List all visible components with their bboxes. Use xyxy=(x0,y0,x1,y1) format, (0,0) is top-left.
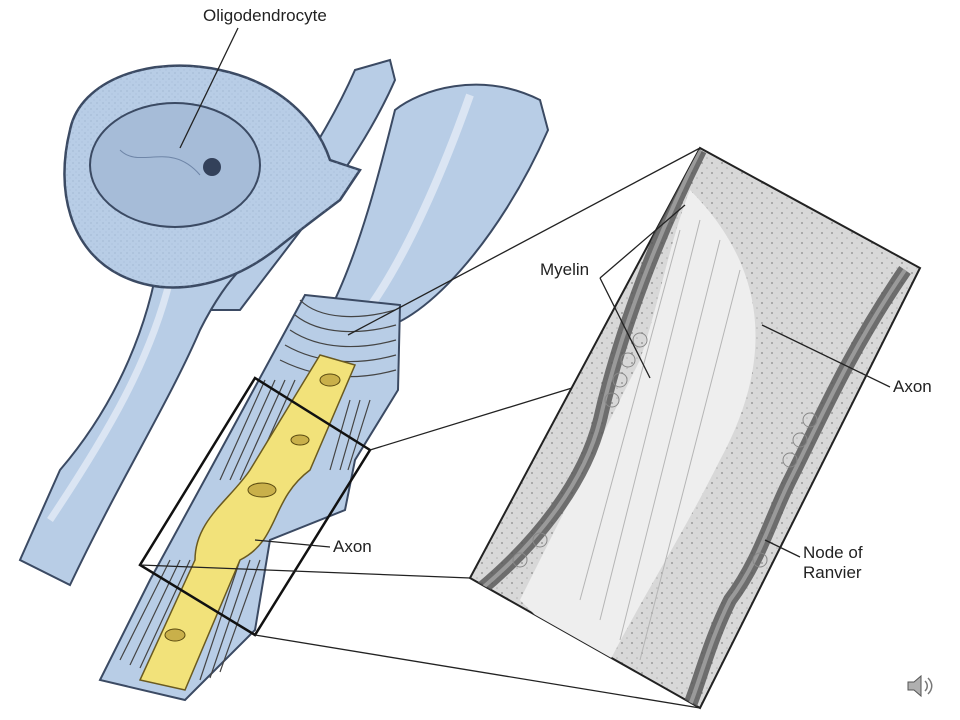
oligodendrocyte-process-left xyxy=(18,248,242,587)
oligodendrocyte-cell-body xyxy=(63,64,362,289)
label-myelin: Myelin xyxy=(540,260,590,279)
label-axon-illustration: Axon xyxy=(333,537,372,556)
leader-lines xyxy=(179,27,891,558)
myelinated-axon xyxy=(98,293,402,702)
electron-micrograph xyxy=(468,146,922,710)
label-node-line1: Node of xyxy=(803,543,863,562)
speaker-icon[interactable] xyxy=(904,670,936,702)
projection-lines xyxy=(139,147,701,709)
label-axon-micrograph: Axon xyxy=(893,377,932,396)
label-node-line2: Ranvier xyxy=(803,563,862,582)
label-oligodendrocyte: Oligodendrocyte xyxy=(203,6,327,25)
background-fiber-right xyxy=(328,83,550,332)
label-node-of-ranvier: Node of Ranvier xyxy=(803,543,863,583)
